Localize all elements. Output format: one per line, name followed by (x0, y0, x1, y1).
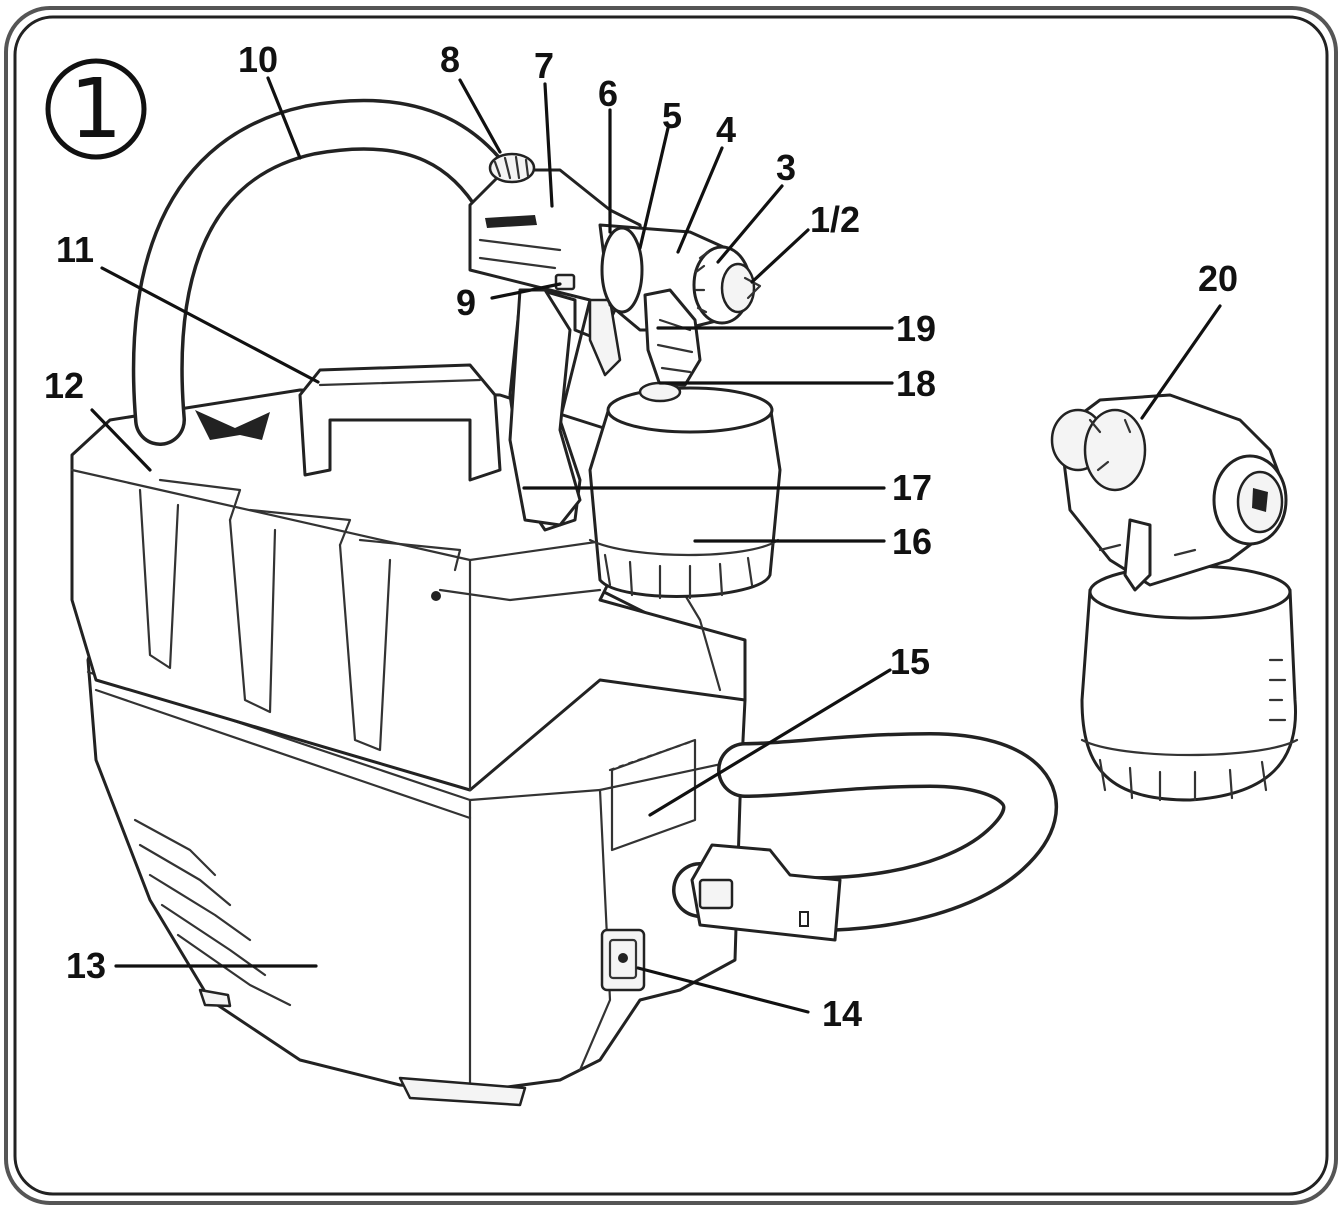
label-20: 20 (1198, 258, 1238, 299)
label-17: 17 (892, 467, 932, 508)
leader-15 (648, 668, 892, 817)
attachment-20-illustration (1050, 393, 1299, 802)
lid-grips (138, 478, 722, 752)
leader-12 (90, 408, 152, 472)
air-hose-bottom (672, 731, 1058, 942)
leader-5 (638, 126, 670, 250)
power-switch (600, 928, 646, 992)
flow-regulator-knob (488, 152, 536, 184)
label-9: 9 (456, 282, 476, 323)
label-14: 14 (822, 993, 862, 1034)
spray-gun-illustration (468, 152, 762, 532)
leader-10 (266, 76, 302, 160)
leader-1-2 (750, 228, 810, 284)
label-10: 10 (238, 39, 278, 80)
leader-14 (636, 966, 810, 1014)
leader-8 (458, 78, 502, 154)
figure-number: 1 (70, 62, 122, 157)
label-6: 6 (598, 73, 618, 114)
air-cap-nozzle (692, 245, 762, 325)
label-4: 4 (716, 109, 736, 150)
paint-container (588, 381, 782, 600)
part-labels: 1/2 3 4 5 6 7 8 9 10 11 12 13 14 15 16 1… (44, 39, 1238, 1034)
lid-logo (195, 410, 270, 440)
label-12: 12 (44, 365, 84, 406)
turbine-unit-illustration (70, 363, 747, 1107)
air-outlet-panel (608, 738, 697, 852)
leader-7 (543, 82, 554, 208)
leader-lines (90, 76, 1222, 1014)
label-3: 3 (776, 147, 796, 188)
label-13: 13 (66, 945, 106, 986)
label-5: 5 (662, 95, 682, 136)
leader-20 (1140, 304, 1222, 420)
label-15: 15 (890, 641, 930, 682)
leader-3 (716, 184, 784, 264)
leader-11 (100, 266, 320, 384)
air-hose-top (131, 98, 526, 446)
figure-frame (4, 6, 1338, 1205)
leader-9 (490, 282, 562, 300)
label-8: 8 (440, 39, 460, 80)
label-1-2: 1/2 (810, 199, 860, 240)
carry-handle (298, 363, 502, 482)
label-18: 18 (896, 363, 936, 404)
label-11: 11 (56, 229, 94, 270)
label-7: 7 (534, 45, 554, 86)
figure-number-badge: 1 (45, 58, 147, 160)
label-16: 16 (892, 521, 932, 562)
label-19: 19 (896, 308, 936, 349)
leader-4 (676, 146, 724, 254)
